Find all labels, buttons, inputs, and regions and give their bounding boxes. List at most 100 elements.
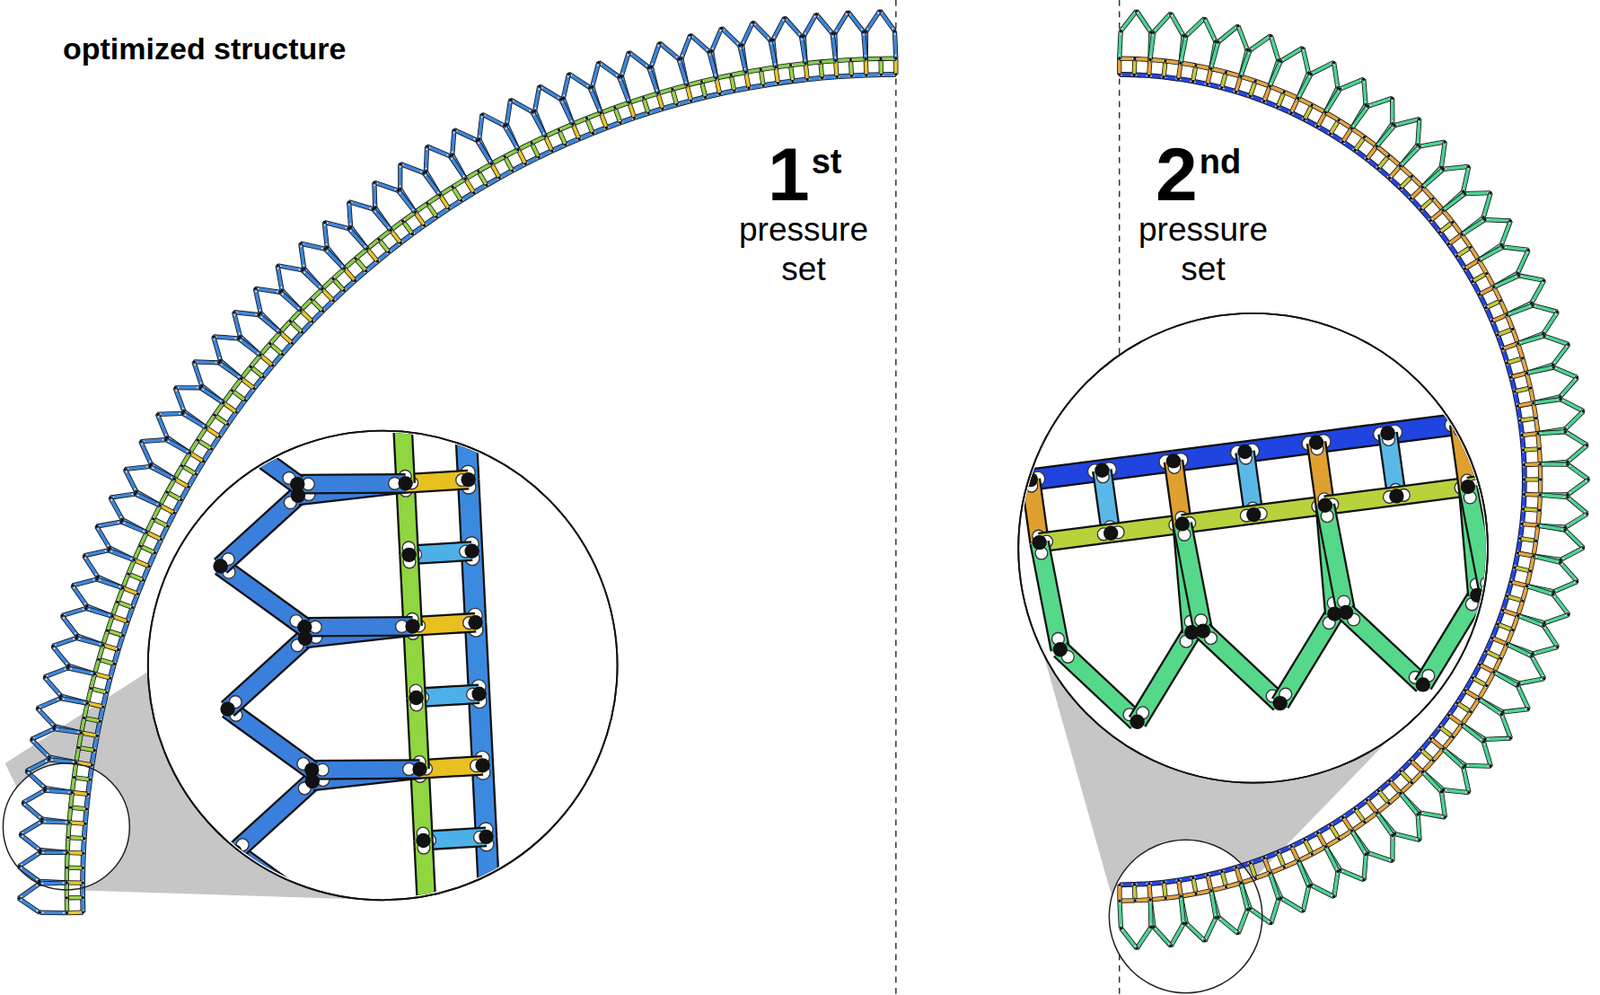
hinge-dot [96,527,99,530]
joint [675,103,678,106]
hinge-dot [619,79,622,81]
hinge-dot [70,668,72,670]
hinge-dot [798,33,800,36]
hinge-dot [373,203,376,206]
hinge-dot [21,835,24,837]
hinge-dot [61,881,64,884]
hinge-dot [501,123,503,125]
hinge-dot [87,607,90,610]
joint [647,65,651,69]
joint [714,76,718,80]
joint [438,193,441,197]
joint [893,29,897,33]
joint [309,298,313,301]
joint [252,386,255,390]
hinge-dot [125,470,128,473]
joint [850,74,853,78]
hinge-dot [835,29,837,32]
hinge-dot [43,820,46,823]
joint [490,162,493,166]
joint [516,148,519,151]
joint [861,30,865,34]
joint [563,142,567,146]
hinge-dot [36,846,39,849]
hinge-dot [589,89,592,92]
joint [879,57,882,61]
joint [331,298,335,302]
joint [133,492,137,495]
hinge-dot [862,34,865,36]
joint [502,123,506,127]
joint [347,200,351,203]
joint [618,121,622,124]
joint [537,84,541,88]
hinge-dot [348,203,351,206]
joint [321,309,325,313]
hinge-dot [44,677,47,680]
joint [710,49,713,53]
joint [212,413,216,417]
joint [119,519,123,523]
joint [323,247,326,251]
joint [271,363,274,367]
joint [820,76,824,80]
hinge-dot [750,24,753,27]
hinge-dot [675,55,677,58]
hinge-dot [149,460,151,463]
hinge-dot [894,53,897,56]
hinge-dot [84,602,87,605]
joint [646,111,650,115]
joint [413,210,417,214]
joint [627,101,631,105]
hinge-dot [678,61,681,63]
hinge-dot [681,54,684,57]
joint [123,467,127,471]
hinge-dot [321,246,324,249]
hinge-dot [50,729,53,731]
joint [559,97,563,101]
hinge-dot [477,141,480,144]
joint [450,185,454,189]
hinge-dot [74,632,77,634]
hinge-dot [893,33,896,36]
joint [257,313,261,317]
hinge-dot [598,108,601,111]
hinge-dot [567,75,570,78]
joint [802,34,806,37]
hinge-dot [420,170,422,173]
hinge-dot [58,692,61,695]
hinge-dot [32,740,35,743]
hinge-dot [782,18,784,21]
joint [377,237,380,241]
hinge-dot [705,48,708,51]
hinge-dot [280,286,282,289]
hinge-dot [161,439,164,441]
joint [249,365,253,369]
joint [210,447,213,450]
joint [588,86,591,89]
joint [791,79,794,83]
joint [258,353,262,357]
hinge-dot [258,308,261,311]
hinge-dot [626,53,629,56]
joint [166,524,169,528]
joint [878,8,881,12]
hinge-dot [19,898,22,901]
joint [773,65,777,69]
hinge-dot [62,911,65,914]
joint [571,122,574,125]
joint [347,227,351,230]
hinge-dot [165,433,168,436]
hinge-dot [20,867,23,870]
hinge-dot [626,98,629,101]
joint [747,86,750,89]
hinge-dot [64,821,67,824]
hinge-dot [845,13,848,16]
joint [676,57,680,61]
hinge-dot [509,101,511,104]
joint [132,558,136,562]
hinge-dot [834,56,836,59]
hinge-dot [318,285,321,288]
joint [425,144,429,148]
